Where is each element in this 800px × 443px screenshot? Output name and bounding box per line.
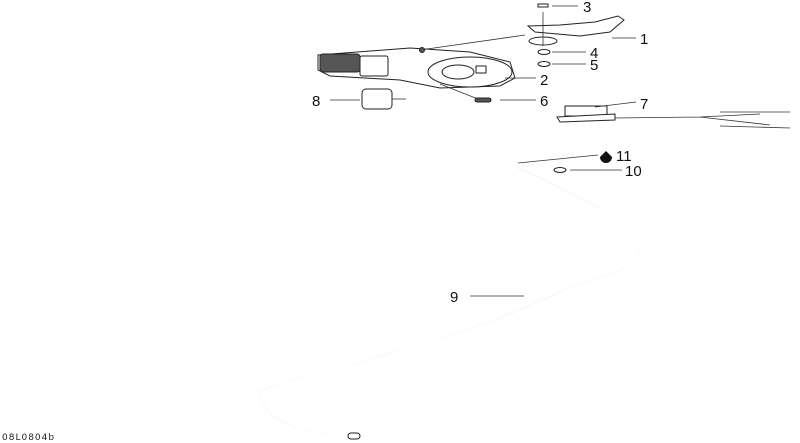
- callout-7: 7: [640, 96, 648, 113]
- throttle-lever: [526, 12, 625, 46]
- callout-6: 6: [540, 93, 548, 110]
- reference-code: 08L0804b: [2, 433, 55, 443]
- callout-4: 4: [590, 45, 598, 62]
- callout-8: 8: [312, 93, 320, 110]
- clip-10-part: [553, 167, 567, 173]
- pin-part: [537, 3, 549, 8]
- leader-lines: [330, 5, 637, 297]
- switch-module-part: [556, 105, 791, 129]
- spring-part: [474, 97, 492, 103]
- callout-5: 5: [590, 57, 598, 74]
- clip-part: [537, 61, 551, 67]
- lubricant-drop-icon: [600, 151, 612, 163]
- callout-9: 9: [450, 289, 458, 306]
- throttle-cable: [257, 165, 641, 440]
- washer-part: [537, 49, 551, 55]
- switch-cap-part: [361, 88, 406, 110]
- callout-11: 11: [616, 148, 632, 165]
- callout-1: 1: [640, 31, 648, 48]
- callout-3: 3: [583, 0, 591, 16]
- callout-10: 10: [625, 163, 642, 180]
- callout-2: 2: [540, 72, 548, 89]
- throttle-housing: [317, 34, 526, 89]
